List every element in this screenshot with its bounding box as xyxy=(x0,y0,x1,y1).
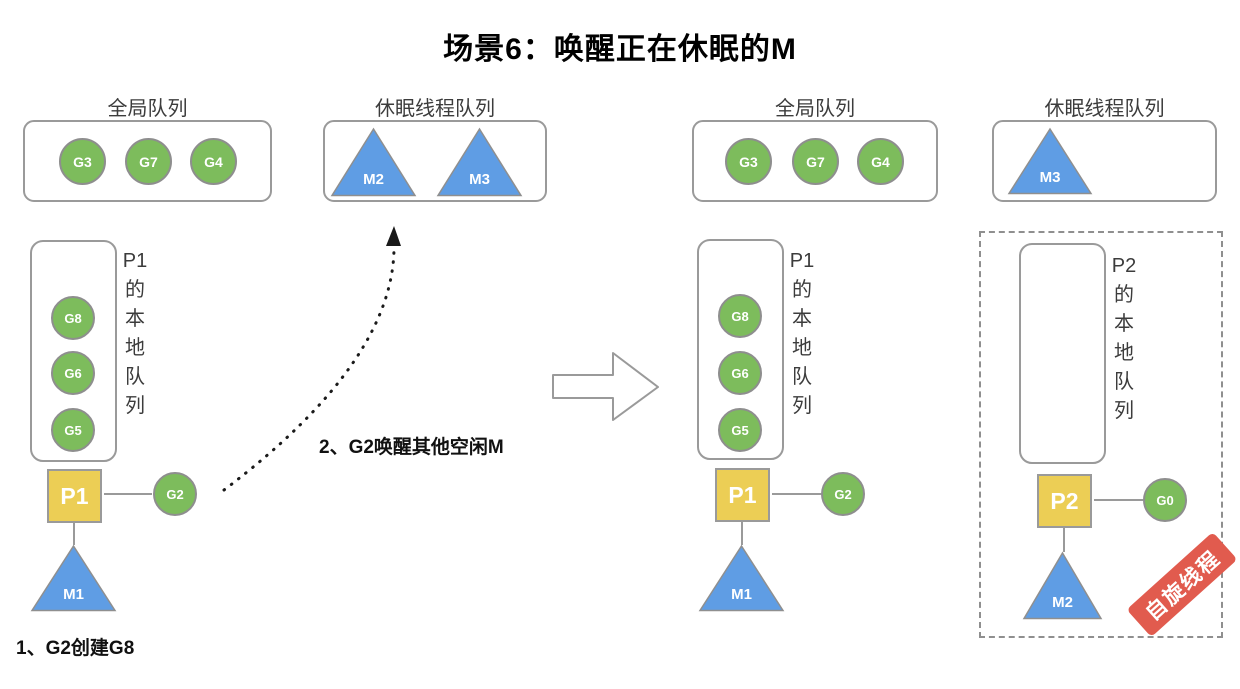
p1-m1-connector-left xyxy=(73,522,75,545)
goroutine-g6: G6 xyxy=(51,351,95,395)
goroutine-g8: G8 xyxy=(51,296,95,340)
left-sleep-queue-label: 休眠线程队列 xyxy=(375,98,495,120)
machine-triangle-m1-left: M1 xyxy=(30,544,117,612)
goroutine-g7: G7 xyxy=(125,138,172,185)
svg-text:M3: M3 xyxy=(469,171,490,188)
goroutine-g3-right: G3 xyxy=(725,138,772,185)
machine-triangle-m3-right: M3 xyxy=(1007,127,1093,195)
goroutine-g8-right: G8 xyxy=(718,294,762,338)
p1-g2-connector-left xyxy=(104,493,152,495)
goroutine-g4-right: G4 xyxy=(857,138,904,185)
p1-m1-connector-right xyxy=(741,522,743,545)
machine-triangle-m1-right: M1 xyxy=(698,544,785,612)
goroutine-g3: G3 xyxy=(59,138,106,185)
machine-triangle-m2: M2 xyxy=(330,127,417,197)
transition-arrow-icon xyxy=(552,352,659,421)
left-global-queue-label: 全局队列 xyxy=(107,98,188,120)
goroutine-g0: G0 xyxy=(1143,478,1187,522)
right-local-queue-label: P1 的 本 地 队 列 xyxy=(789,250,815,417)
goroutine-g2-left: G2 xyxy=(153,472,197,516)
processor-p1-left: P1 xyxy=(47,469,102,523)
processor-p2: P2 xyxy=(1037,474,1092,528)
p2-local-queue-label: P2 的 本 地 队 列 xyxy=(1111,255,1137,422)
note-step2: 2、G2唤醒其他空闲M xyxy=(319,437,504,458)
goroutine-g2-right: G2 xyxy=(821,472,865,516)
p2-m2-connector xyxy=(1063,528,1065,552)
p2-local-queue-box xyxy=(1019,243,1106,464)
processor-p1-right: P1 xyxy=(715,468,770,522)
goroutine-g4: G4 xyxy=(190,138,237,185)
left-local-queue-label: P1 的 本 地 队 列 xyxy=(122,250,148,417)
right-sleep-queue-label: 休眠线程队列 xyxy=(1044,98,1165,120)
p1-g2-connector-right xyxy=(772,493,821,495)
machine-triangle-m2-right: M2 xyxy=(1022,551,1103,620)
wake-arrowhead-icon xyxy=(386,226,401,246)
machine-triangle-m3: M3 xyxy=(436,127,523,197)
right-global-queue-label: 全局队列 xyxy=(775,98,855,120)
page-title: 场景6：唤醒正在休眠的M xyxy=(443,33,797,66)
svg-text:M2: M2 xyxy=(363,171,384,188)
svg-text:M2: M2 xyxy=(1052,594,1073,611)
goroutine-g5: G5 xyxy=(51,408,95,452)
svg-text:M1: M1 xyxy=(731,586,752,603)
goroutine-g7-right: G7 xyxy=(792,138,839,185)
svg-text:M1: M1 xyxy=(63,586,84,603)
goroutine-g5-right: G5 xyxy=(718,408,762,452)
note-step1: 1、G2创建G8 xyxy=(16,638,135,659)
svg-text:M3: M3 xyxy=(1040,169,1061,186)
spinning-thread-group-box xyxy=(979,231,1223,638)
p2-g0-connector xyxy=(1094,499,1143,501)
goroutine-g6-right: G6 xyxy=(718,351,762,395)
